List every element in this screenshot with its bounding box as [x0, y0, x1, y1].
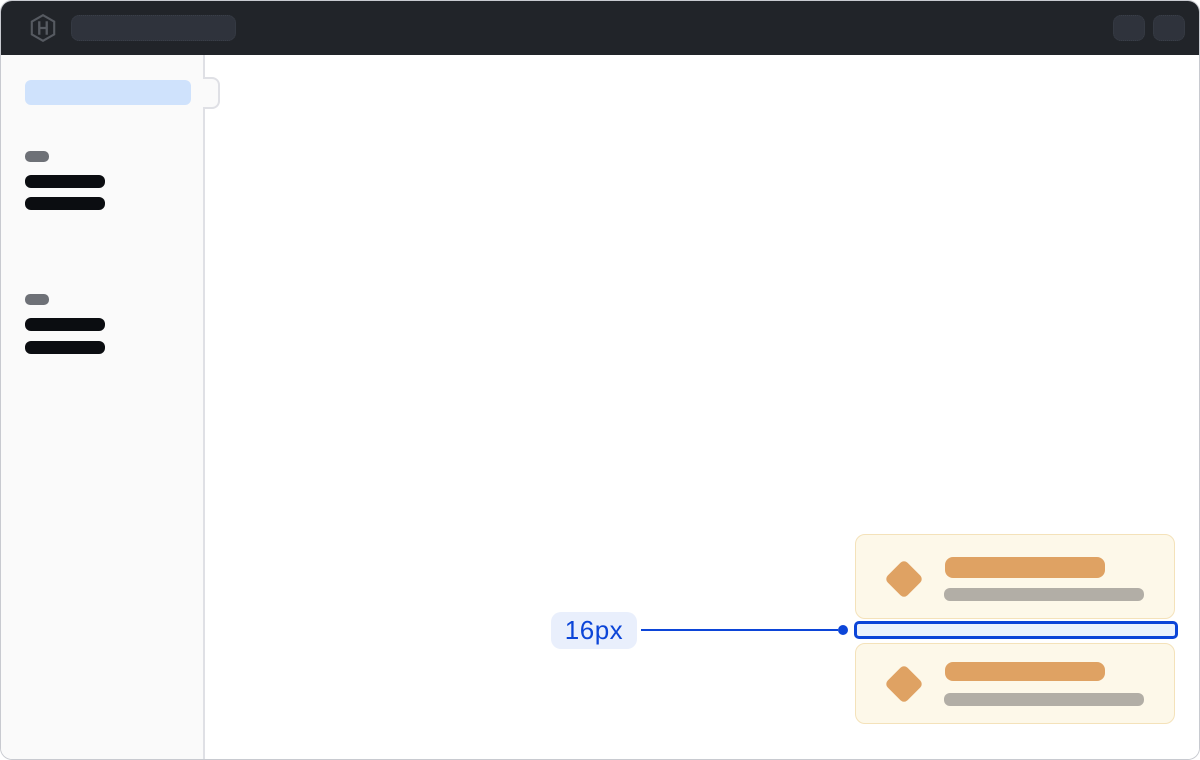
- sidebar-section-label-skeleton: [25, 294, 49, 305]
- main-content: 16px: [205, 55, 1199, 759]
- hashicorp-logo-icon: [29, 13, 57, 43]
- measurement-connector-line: [641, 629, 838, 631]
- sidebar-active-item-skeleton[interactable]: [25, 80, 191, 105]
- card-subtitle-skeleton: [944, 693, 1144, 706]
- spacing-highlight-rect: [854, 621, 1178, 639]
- diamond-icon: [884, 664, 924, 704]
- card-title-skeleton: [945, 662, 1105, 681]
- sidebar-collapse-handle[interactable]: [203, 77, 220, 109]
- card-subtitle-skeleton: [944, 588, 1144, 601]
- diamond-icon: [884, 559, 924, 599]
- top-navigation-bar: [1, 1, 1199, 55]
- search-input-skeleton[interactable]: [71, 15, 236, 41]
- topbar-action-skeleton-2[interactable]: [1153, 15, 1185, 41]
- content-card: [855, 643, 1175, 724]
- measurement-connector-dot: [838, 625, 848, 635]
- sidebar-section-label-skeleton: [25, 151, 49, 162]
- sidebar-nav-item-skeleton[interactable]: [25, 197, 105, 210]
- spacing-measurement-label: 16px: [551, 612, 637, 649]
- card-title-skeleton: [945, 557, 1105, 578]
- topbar-action-skeleton-1[interactable]: [1113, 15, 1145, 41]
- sidebar-nav-item-skeleton[interactable]: [25, 318, 105, 331]
- sidebar-nav-item-skeleton[interactable]: [25, 175, 105, 188]
- content-card: [855, 534, 1175, 619]
- sidebar-nav-item-skeleton[interactable]: [25, 341, 105, 354]
- sidebar: [1, 55, 205, 759]
